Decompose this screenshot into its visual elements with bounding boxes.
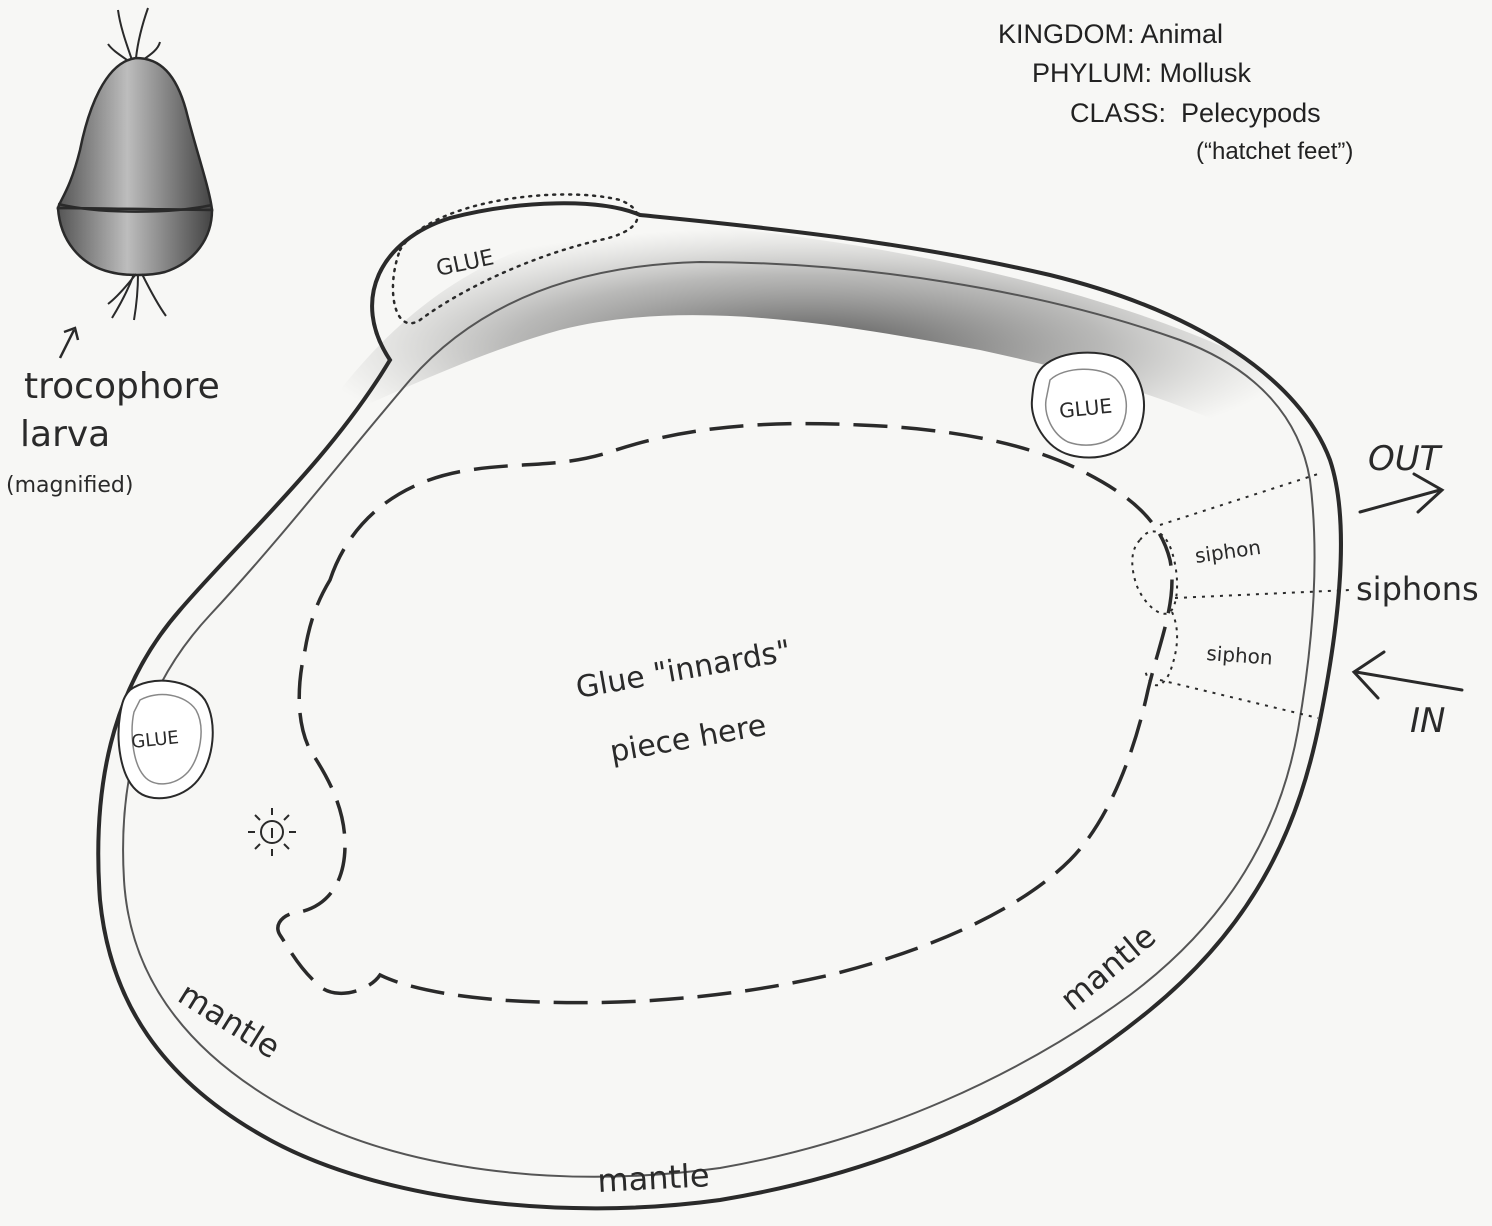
in-arrow: [1354, 652, 1462, 698]
larva-label-line1: trocophore: [24, 366, 220, 407]
larva-top-cilia: [108, 8, 160, 62]
larva-bottom-cilia: [108, 274, 166, 320]
mantle-label-left: mantle: [172, 975, 287, 1067]
trocophore-larva: [58, 8, 212, 358]
siphon-upper-label: siphon: [1193, 535, 1262, 568]
mantle-label-bottom: mantle: [596, 1156, 710, 1200]
larva-arrow: [60, 328, 78, 358]
siphons-label: siphons: [1356, 570, 1479, 608]
center-line1: Glue "innards": [573, 634, 793, 706]
larva-lower-body: [58, 208, 212, 275]
in-label: IN: [1410, 701, 1445, 741]
larva-upper-body: [58, 58, 212, 210]
siphon-lower-label: siphon: [1206, 641, 1274, 670]
innards-outline: [278, 424, 1172, 1003]
center-line2: piece here: [607, 708, 769, 770]
out-label: OUT: [1368, 439, 1443, 479]
adductor-mark: [248, 808, 296, 856]
siphon-region: [1132, 474, 1350, 718]
larva-note: (magnified): [6, 473, 133, 498]
out-arrow: [1360, 474, 1442, 512]
larva-label-line2: larva: [20, 414, 110, 455]
mantle-label-right: mantle: [1053, 917, 1163, 1018]
clam-shell: [98, 203, 1341, 1208]
